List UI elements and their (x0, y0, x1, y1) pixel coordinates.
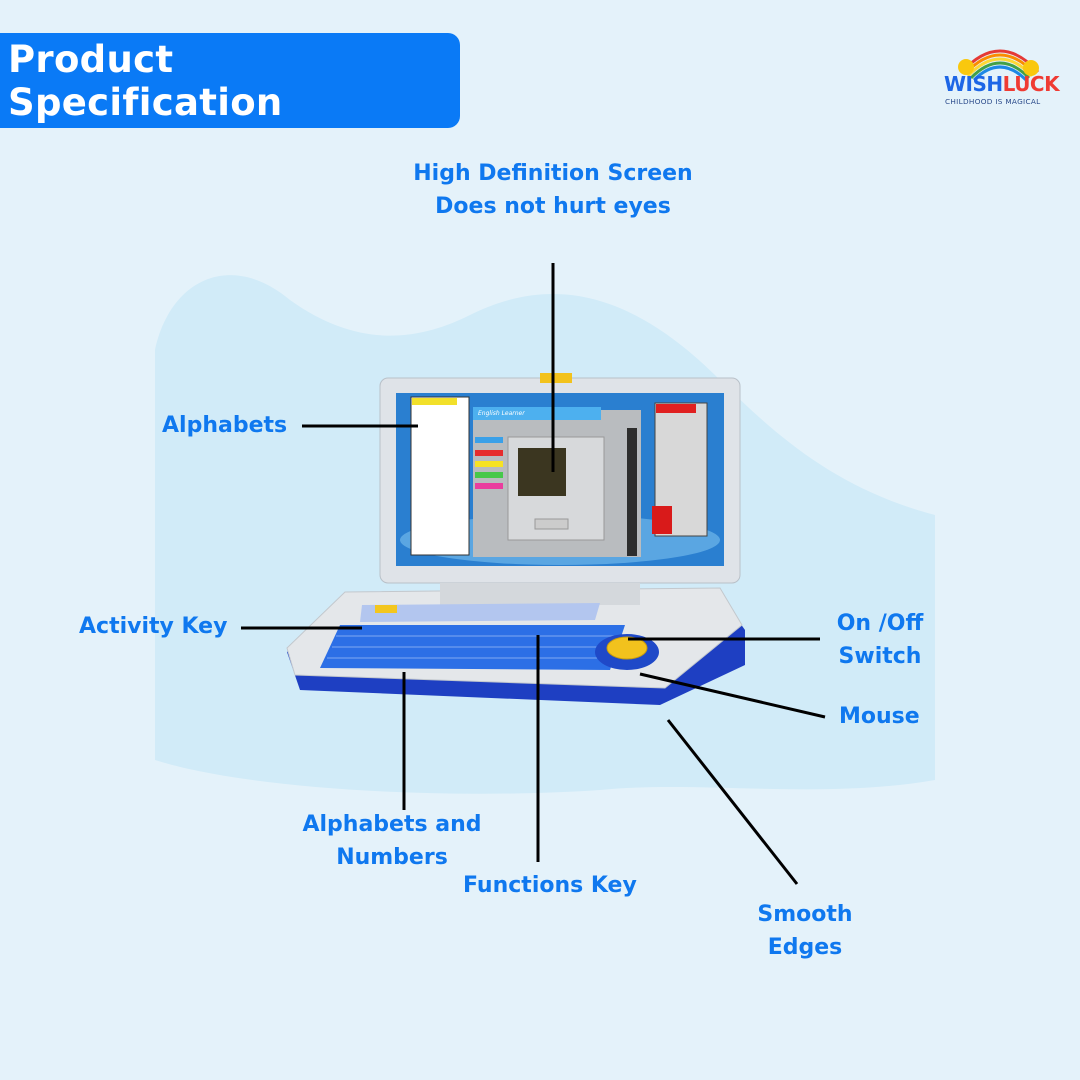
star-icon (958, 59, 974, 75)
callout-alphabets-numbers-line1: Alphabets and (302, 812, 482, 837)
page-title: Product Specification (8, 37, 283, 124)
callout-alphabets: Alphabets (162, 413, 288, 438)
callout-on-off: On /Off Switch (826, 607, 934, 673)
callout-mouse: Mouse (839, 704, 920, 729)
callout-on-off-line2: Switch (838, 644, 922, 669)
on-off-switch (606, 636, 648, 660)
screen-display (518, 448, 566, 496)
title-banner: Product Specification (0, 33, 460, 128)
callout-lines (241, 263, 826, 885)
callout-smooth-edges: Smooth Edges (745, 898, 865, 964)
callout-screen: High Definition Screen Does not hurt eye… (403, 157, 703, 223)
screen-window-title: English Learner (478, 410, 525, 417)
callout-smooth-edges-line2: Edges (767, 935, 843, 960)
logo-tagline: CHILDHOOD IS MAGICAL (945, 97, 1041, 106)
callout-screen-line2: Does not hurt eyes (435, 194, 671, 219)
callout-screen-line1: High Definition Screen (413, 161, 693, 186)
callout-alphabets-numbers: Alphabets and Numbers (292, 808, 492, 874)
brand-logo: WISHLUCK CHILDHOOD IS MAGICAL (940, 38, 1060, 113)
logo-word-wish: WISH (944, 72, 1003, 96)
alphabet-panel (410, 396, 470, 556)
flower-icon (1023, 60, 1039, 76)
laptop-base (286, 583, 745, 705)
logo-word-luck: LUCK (1002, 72, 1060, 96)
callout-on-off-line1: On /Off (836, 611, 924, 636)
callout-activity-key: Activity Key (79, 614, 228, 639)
callout-alphabets-numbers-line2: Numbers (336, 845, 448, 870)
callout-smooth-edges-line1: Smooth (757, 902, 853, 927)
laptop-lid (379, 373, 741, 584)
callout-functions-key: Functions Key (463, 873, 637, 898)
